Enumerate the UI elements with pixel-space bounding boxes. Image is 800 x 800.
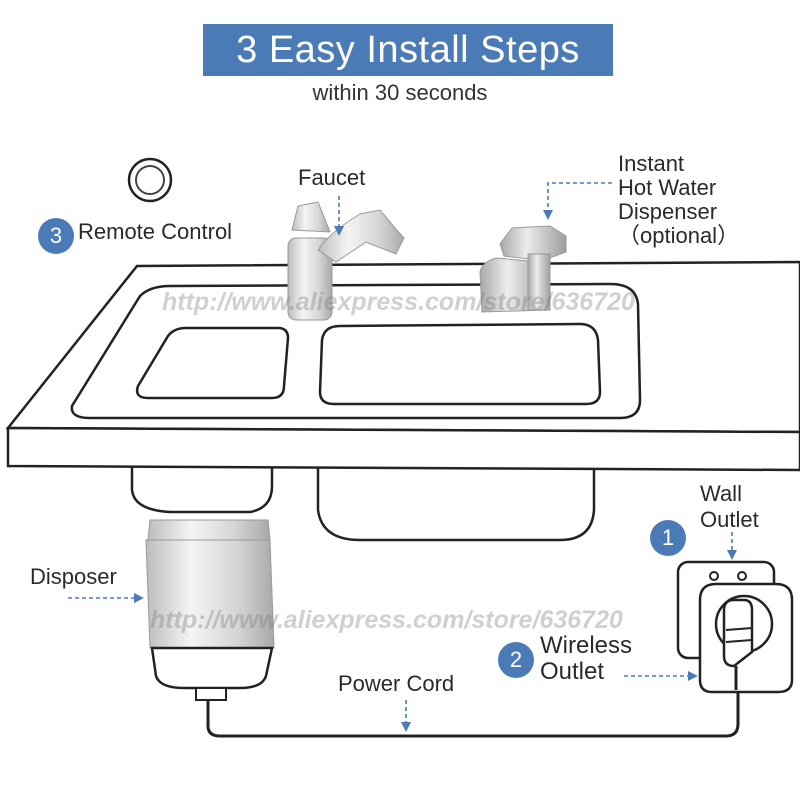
hot-water-dispenser-icon <box>479 225 567 313</box>
arrow-heads <box>134 210 737 732</box>
wall-outlet-label-line2: Outlet <box>700 507 759 532</box>
step-badge-3: 3 <box>38 218 74 254</box>
power-cord <box>206 690 740 738</box>
disposer-label: Disposer <box>30 564 117 589</box>
wireless-outlet-label-line2: Outlet <box>540 658 605 685</box>
step-badge-1: 1 <box>650 520 686 556</box>
disposer-neck <box>130 460 274 514</box>
wall-outlet-label-line1: Wall <box>700 481 742 506</box>
step-badge-2: 2 <box>498 642 534 678</box>
leader-arrows <box>68 182 733 724</box>
lower-basin <box>316 460 596 542</box>
hot-water-label-line2: Hot Water <box>618 175 717 200</box>
hot-water-label-line1: Instant <box>618 151 685 176</box>
page-title: 3 Easy Install Steps <box>203 24 613 76</box>
remote-control-button-icon <box>127 157 173 203</box>
watermark-top: http://www.aliexpress.com/store/636720 <box>162 288 635 316</box>
faucet-label: Faucet <box>298 165 366 190</box>
power-cord-label: Power Cord <box>338 671 455 696</box>
wireless-outlet-icon <box>698 582 794 694</box>
countertop-front <box>6 426 800 472</box>
remote-control-label: Remote Control <box>78 219 233 244</box>
watermark-bottom: http://www.aliexpress.com/store/636720 <box>150 606 623 634</box>
wireless-outlet-label-line1: Wireless <box>540 632 633 659</box>
faucet-icon <box>287 201 405 321</box>
hot-water-label-line3: Dispenser <box>618 199 718 224</box>
hot-water-label-line4: （optional） <box>618 223 740 248</box>
right-basin <box>318 322 602 406</box>
disposer-icon <box>145 519 275 701</box>
left-basin <box>135 326 290 400</box>
page-subtitle: within 30 seconds <box>312 80 488 105</box>
